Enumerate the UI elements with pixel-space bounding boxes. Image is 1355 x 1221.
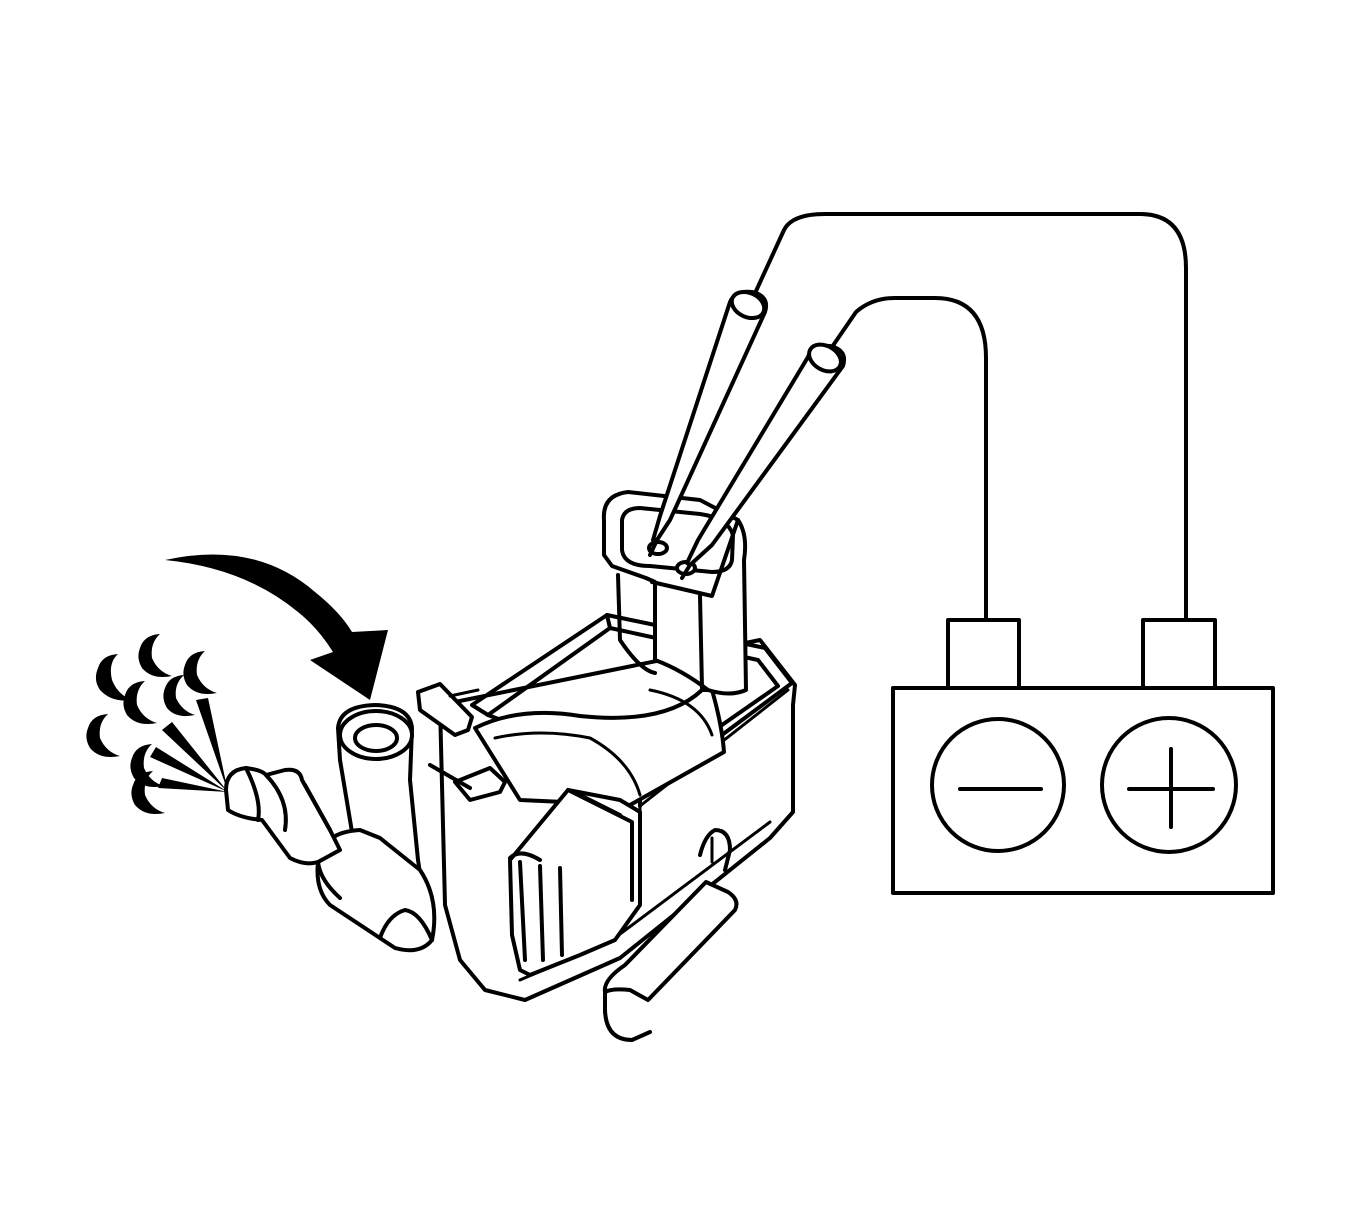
mounting-tab bbox=[602, 880, 739, 1002]
back-probe bbox=[651, 289, 769, 542]
solenoid-valve-icon bbox=[224, 490, 797, 1042]
connector-socket bbox=[620, 506, 735, 574]
upper-clip bbox=[416, 682, 474, 737]
positive-wire bbox=[749, 212, 1188, 622]
curved-arrow-icon bbox=[165, 554, 388, 700]
battery-body bbox=[891, 686, 1275, 895]
negative-symbol-icon bbox=[930, 717, 1066, 853]
solenoid-coil bbox=[473, 688, 726, 807]
positive-terminal-post bbox=[1141, 618, 1217, 690]
negative-terminal-post bbox=[946, 618, 1021, 690]
side-slot bbox=[698, 828, 732, 872]
negative-wire bbox=[830, 296, 988, 622]
wires bbox=[749, 212, 1188, 622]
air-jet-icon bbox=[86, 634, 228, 814]
test-lead-icon bbox=[648, 289, 847, 580]
positive-symbol-icon bbox=[1100, 716, 1238, 854]
pivot-pin bbox=[453, 766, 507, 802]
battery-icon bbox=[891, 618, 1275, 895]
